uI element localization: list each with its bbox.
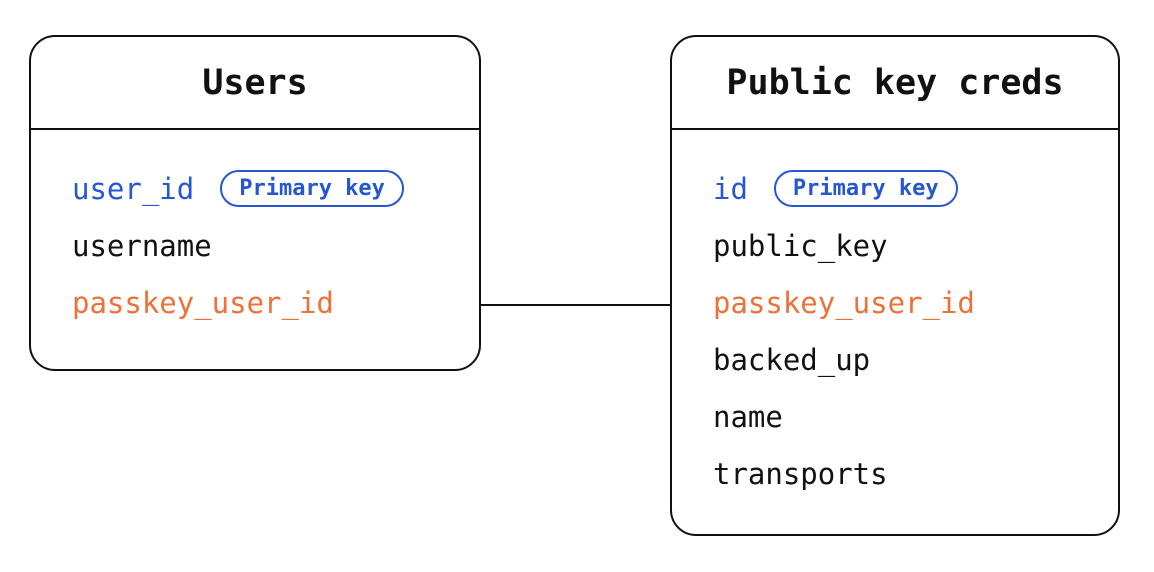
field-row-id: id Primary key [713, 160, 1098, 217]
table-users: Users user_id Primary key username passk… [29, 35, 481, 371]
field-name: transports [713, 456, 888, 491]
field-name: username [72, 228, 212, 263]
table-users-fields: user_id Primary key username passkey_use… [31, 130, 479, 331]
field-row-transports: transports [713, 445, 1098, 502]
field-row-public-key: public_key [713, 217, 1098, 274]
field-name: id [713, 171, 748, 206]
table-public-key-creds-fields: id Primary key public_key passkey_user_i… [672, 130, 1118, 502]
field-row-passkey-user-id: passkey_user_id [713, 274, 1098, 331]
field-name: passkey_user_id [713, 285, 975, 320]
table-public-key-creds: Public key creds id Primary key public_k… [670, 35, 1120, 536]
field-name: backed_up [713, 342, 871, 377]
field-name: passkey_user_id [72, 285, 334, 320]
field-row-passkey-user-id: passkey_user_id [72, 274, 459, 331]
field-row-backed-up: backed_up [713, 331, 1098, 388]
field-name: public_key [713, 228, 888, 263]
field-row-username: username [72, 217, 459, 274]
table-users-title: Users [31, 37, 479, 130]
field-row-user-id: user_id Primary key [72, 160, 459, 217]
field-name: name [713, 399, 783, 434]
field-row-name: name [713, 388, 1098, 445]
field-name: user_id [72, 171, 195, 206]
primary-key-badge: Primary key [220, 170, 404, 207]
table-public-key-creds-title: Public key creds [672, 37, 1118, 130]
relationship-line [481, 304, 670, 306]
primary-key-badge: Primary key [773, 170, 958, 207]
